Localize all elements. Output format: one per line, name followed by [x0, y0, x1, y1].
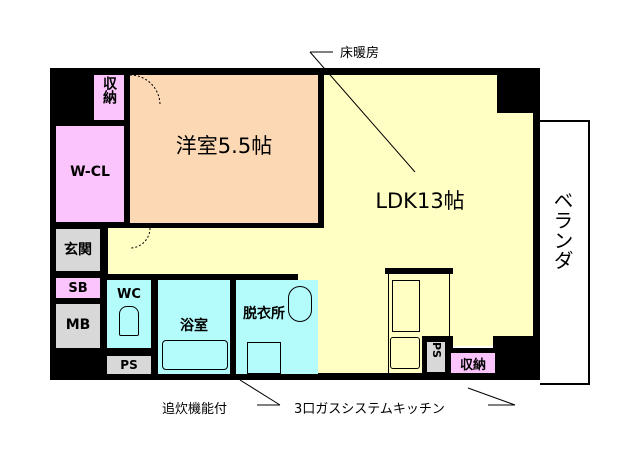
- floor-heating-annotation: 床暖房: [340, 46, 380, 61]
- bathroom: [158, 280, 230, 374]
- entrance-label: 玄関: [64, 242, 92, 258]
- entrance: [56, 229, 100, 271]
- kitchen-annotation: 3口ガスシステムキッチン: [294, 402, 445, 417]
- sb-label: SB: [68, 280, 88, 296]
- western-room-label: 洋室5.5帖: [175, 134, 273, 158]
- sb: [56, 278, 100, 298]
- ps-kitchen-label: PS: [430, 342, 443, 358]
- reheating-annotation: 追炊機能付: [162, 402, 228, 417]
- washer-icon: [247, 342, 281, 374]
- sink-icon: [392, 280, 420, 332]
- bathroom-label: 浴室: [180, 318, 208, 334]
- washbasin-icon: [288, 286, 312, 322]
- storage-kitchen: [451, 353, 495, 373]
- wc: [107, 280, 151, 348]
- ps-bottom: [107, 356, 151, 374]
- western-room: [130, 75, 318, 223]
- mb-label: MB: [65, 317, 91, 333]
- balcony-label: ベランダ: [550, 190, 574, 270]
- kitchen-counter: [388, 274, 450, 374]
- storage-top-label: 収納: [101, 76, 117, 104]
- ps-bottom-label: PS: [120, 358, 138, 372]
- mb: [56, 304, 100, 348]
- stove-icon: [390, 337, 420, 369]
- storage-kitchen-doors: [453, 330, 493, 348]
- bathtub-icon: [162, 340, 228, 370]
- ps-kitchen: [427, 342, 445, 372]
- wcl-label: W-CL: [70, 164, 110, 180]
- wcl: [56, 126, 124, 222]
- balcony: [540, 120, 590, 385]
- storage-top: [94, 75, 124, 120]
- toilet-icon: [119, 306, 139, 336]
- ldk-label: LDK13帖: [375, 189, 465, 213]
- wc-label: WC: [117, 286, 141, 302]
- ldk: [324, 75, 533, 373]
- hallway: [108, 228, 324, 274]
- storage-kitchen-label: 収納: [459, 357, 486, 373]
- ldk-column: [497, 75, 533, 113]
- kitchen-counter-top: [385, 268, 453, 274]
- dressing-label: 脱衣所: [243, 306, 285, 322]
